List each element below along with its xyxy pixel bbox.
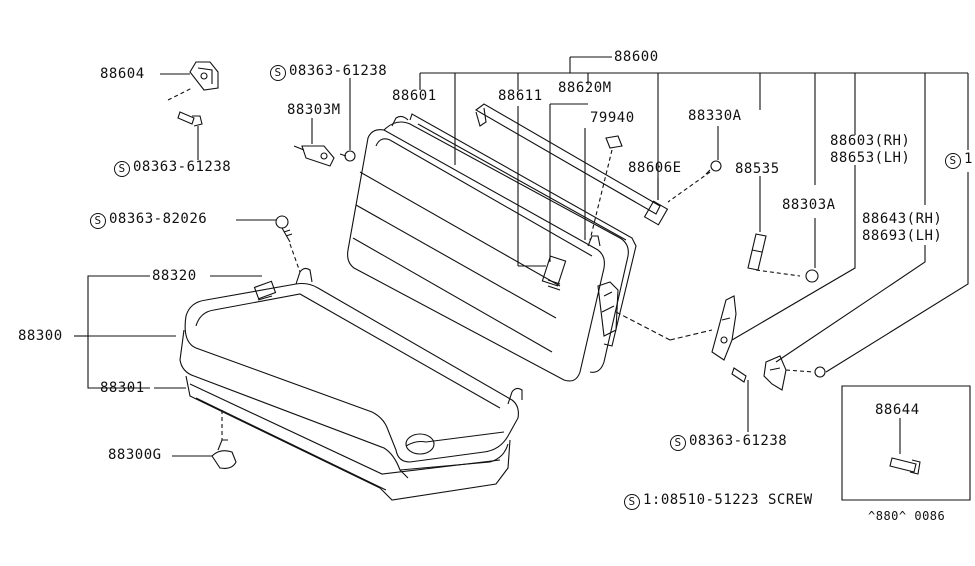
dash-88535 <box>756 270 800 276</box>
fastener-88303A <box>806 270 818 282</box>
label-88300G: 88300G <box>108 447 162 463</box>
seat-back-side-plate <box>598 282 618 336</box>
clip-88300G <box>212 440 236 468</box>
label-88320: 88320 <box>152 268 197 284</box>
inset-box-88644 <box>842 386 970 500</box>
screw-bottom <box>732 368 746 382</box>
label-88303A: 88303A <box>782 197 836 213</box>
label-88303M: 88303M <box>287 102 341 118</box>
seat-back-latch-clip <box>542 256 565 290</box>
bolt-upper-left <box>178 112 202 126</box>
seat-back-hook <box>588 236 600 246</box>
s-mark-icon: S <box>670 435 686 451</box>
seat-back-frame <box>410 114 636 346</box>
bolt-82026 <box>276 216 292 242</box>
hinge-88603 <box>712 296 736 360</box>
bracket-88643 <box>764 356 786 390</box>
bracket-88300-group <box>88 276 150 388</box>
dash-88330A <box>668 172 710 202</box>
label-79940: 79940 <box>590 110 635 126</box>
label-88600: 88600 <box>614 49 659 65</box>
dash-hinge-2 <box>670 330 712 340</box>
s-mark-icon: S <box>945 153 961 169</box>
seat-cushion <box>180 284 518 479</box>
leader-s-right <box>826 172 968 372</box>
label-88644: 88644 <box>875 402 920 418</box>
label-88611: 88611 <box>498 88 543 104</box>
leader-88600-group <box>420 57 968 205</box>
leader-88603 <box>732 165 855 340</box>
screw-88643 <box>815 367 825 377</box>
label-88300: 88300 <box>18 328 63 344</box>
seat-cushion-frame <box>186 376 510 500</box>
screw-88330A <box>706 161 721 174</box>
dash-hinge <box>616 312 670 340</box>
screw-near-88303M <box>340 151 355 161</box>
bolt-88644 <box>890 458 920 474</box>
dash-82026 <box>290 244 300 272</box>
diagram-code: ^880^ 0086 <box>868 509 946 523</box>
label-88643: 88643(RH) <box>862 211 943 227</box>
bracket-88303M <box>294 146 334 166</box>
cushion-rear-hook <box>296 268 312 284</box>
strap-88535 <box>748 234 766 270</box>
label-88606E: 88606E <box>628 160 682 176</box>
seat-back-rod <box>476 104 667 225</box>
label-88535: 88535 <box>735 161 780 177</box>
label-88301: 88301 <box>100 380 145 396</box>
clip-79940 <box>606 136 622 148</box>
s-mark-icon: S <box>624 494 640 510</box>
s-mark-icon: S <box>270 65 286 81</box>
label-88604: 88604 <box>100 66 145 82</box>
dash-88604 <box>168 88 192 100</box>
cushion-clip-88320 <box>254 281 275 300</box>
label-88620M: 88620M <box>558 80 612 96</box>
s-mark-icon: S <box>90 213 106 229</box>
bracket-88604 <box>190 62 218 90</box>
leader-88643 <box>776 245 925 362</box>
dash-79940 <box>590 150 612 240</box>
label-88330A: 88330A <box>688 108 742 124</box>
seat-back-cushion <box>348 116 629 381</box>
s-mark-icon: S <box>114 161 130 177</box>
dash-88643 <box>786 370 814 372</box>
label-88693: 88693(LH) <box>862 228 943 244</box>
cushion-front-hook <box>508 388 522 404</box>
label-88601: 88601 <box>392 88 437 104</box>
label-88653: 88653(LH) <box>830 150 911 166</box>
label-88603: 88603(RH) <box>830 133 911 149</box>
